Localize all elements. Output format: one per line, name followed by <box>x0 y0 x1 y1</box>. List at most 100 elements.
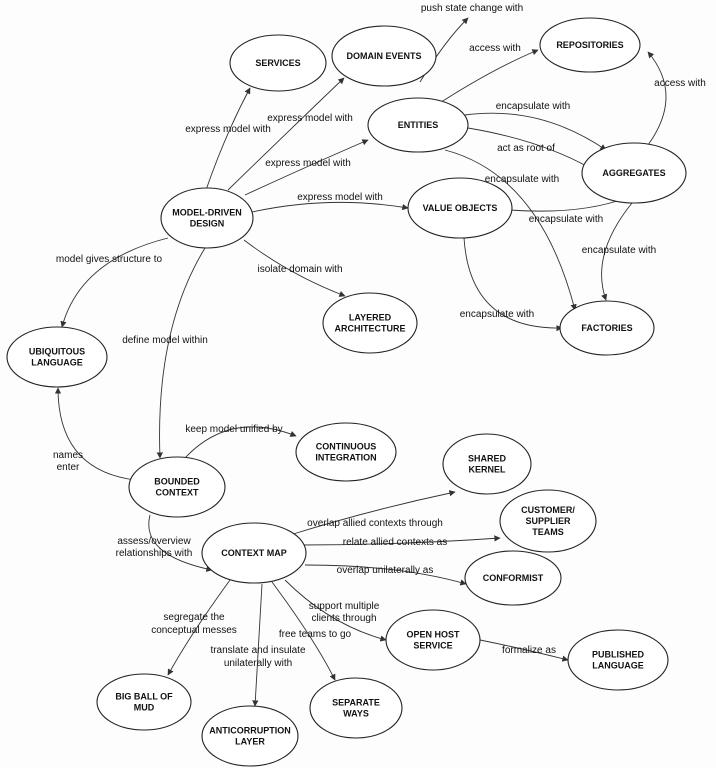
edge-context_map-to-acl <box>252 583 263 707</box>
node-aggregates: AGGREGATES <box>581 142 687 204</box>
node-ellipse <box>201 705 299 767</box>
edge-label: access with <box>469 43 521 54</box>
edge-context_map-to-conformist <box>304 564 467 586</box>
node-ellipse <box>499 489 597 553</box>
node-label: ENTITIES <box>398 120 439 130</box>
edge-label: relationships with <box>116 548 193 559</box>
edge-context_map-to-separate <box>271 581 336 681</box>
node-repositories: REPOSITORIES <box>539 17 641 73</box>
edge-entities-to-repositories <box>431 49 539 109</box>
edge-label: encapsulate with <box>582 245 657 256</box>
edge-label: push state change with <box>421 3 523 14</box>
edge-label: overlap unilaterally as <box>337 565 434 576</box>
edge-label: encapsulate with <box>529 214 604 225</box>
edge-bounded-to-ubiquitous <box>54 387 136 481</box>
edge-mdd-to-services <box>205 87 251 191</box>
edge-label: enter <box>57 462 80 473</box>
node-ellipse <box>331 25 437 87</box>
edge-label: conceptual messes <box>151 625 237 636</box>
edge-label: encapsulate with <box>485 174 560 185</box>
edge-label: express model with <box>185 124 271 135</box>
node-label: LANGUAGE <box>592 661 644 671</box>
edge-value_objects-to-factories <box>463 237 563 332</box>
node-ellipse <box>385 609 481 671</box>
node-label: REPOSITORIES <box>556 40 623 50</box>
node-label: ARCHITECTURE <box>335 324 406 334</box>
node-value-objects: VALUE OBJECTS <box>407 177 513 239</box>
edge-label: support multiple <box>309 601 380 612</box>
node-label: SERVICES <box>255 58 300 68</box>
edge-label: define model within <box>122 335 208 346</box>
edge-label: segregate the <box>163 612 225 623</box>
edge-context_map-to-cust_supp <box>299 535 501 546</box>
edge-label: overlap allied contexts through <box>307 518 443 529</box>
edge-mdd-to-domain_events <box>227 77 345 191</box>
node-ellipse <box>567 629 669 691</box>
edge-label: assess/overview <box>117 536 191 547</box>
node-ellipse <box>464 550 562 606</box>
node-label: SUPPLIER <box>525 516 571 526</box>
node-conformist: CONFORMIST <box>464 550 562 606</box>
edges <box>54 17 667 707</box>
edge-label: encapsulate with <box>496 101 571 112</box>
edge-label: act as root of <box>497 143 555 154</box>
edge-label: names <box>53 450 83 461</box>
node-label: BIG BALL OF <box>115 692 173 702</box>
edge-context_map-to-bbom <box>167 579 231 676</box>
node-label: CONFORMIST <box>483 573 544 583</box>
node-label: VALUE OBJECTS <box>423 203 498 213</box>
edge-label: access with <box>654 78 706 89</box>
node-label: OPEN HOST <box>406 630 460 640</box>
node-label: INTEGRATION <box>315 453 376 463</box>
node-ellipse <box>160 187 254 249</box>
node-entities: ENTITIES <box>367 97 469 153</box>
edge-mdd-to-value_objects <box>251 201 409 213</box>
node-label: CONTEXT MAP <box>221 548 287 558</box>
node-label: CONTEXT <box>155 488 199 498</box>
nodes: SERVICES DOMAIN EVENTS REPOSITORIES ENTITIE… <box>6 17 687 767</box>
node-label: SERVICE <box>413 641 452 651</box>
node-label: SHARED <box>468 454 507 464</box>
node-label: WAYS <box>343 709 369 719</box>
edge-aggregates-to-factories <box>601 202 633 301</box>
edge-ohs-to-published <box>479 639 569 662</box>
edge-label: formalize as <box>502 645 556 656</box>
node-label: PUBLISHED <box>592 650 645 660</box>
node-label: DESIGN <box>190 219 225 229</box>
node-ellipse <box>367 97 469 153</box>
node-ellipse <box>559 300 655 356</box>
edge-context_map-to-ohs <box>284 579 387 642</box>
node-services: SERVICES <box>229 34 327 92</box>
node-ellipse <box>96 673 192 731</box>
node-label: KERNEL <box>468 465 506 475</box>
node-ellipse <box>295 422 397 482</box>
node-label: CONTINUOUS <box>316 442 377 452</box>
edge-bounded-to-ci <box>184 426 297 459</box>
node-label: AGGREGATES <box>602 168 665 178</box>
edge-context_map-to-shared_kernel <box>289 490 456 536</box>
node-label: BOUNDED <box>154 477 200 487</box>
edge-label: relate allied contexts as <box>343 537 448 548</box>
node-label: MUD <box>134 703 155 713</box>
node-label: FACTORIES <box>581 323 632 333</box>
edge-mdd-to-layered <box>243 239 346 297</box>
node-label: DOMAIN EVENTS <box>346 51 421 61</box>
node-ellipse <box>309 677 403 739</box>
node-ellipse <box>407 177 513 239</box>
edge-mdd-to-bounded <box>156 247 206 459</box>
node-label: SEPARATE <box>332 698 380 708</box>
node-label: MODEL-DRIVEN <box>172 208 242 218</box>
edge-label: unilaterally with <box>224 658 292 669</box>
edge-label: keep model unified by <box>185 424 282 435</box>
edge-labels: push state change with access with access … <box>53 3 706 669</box>
